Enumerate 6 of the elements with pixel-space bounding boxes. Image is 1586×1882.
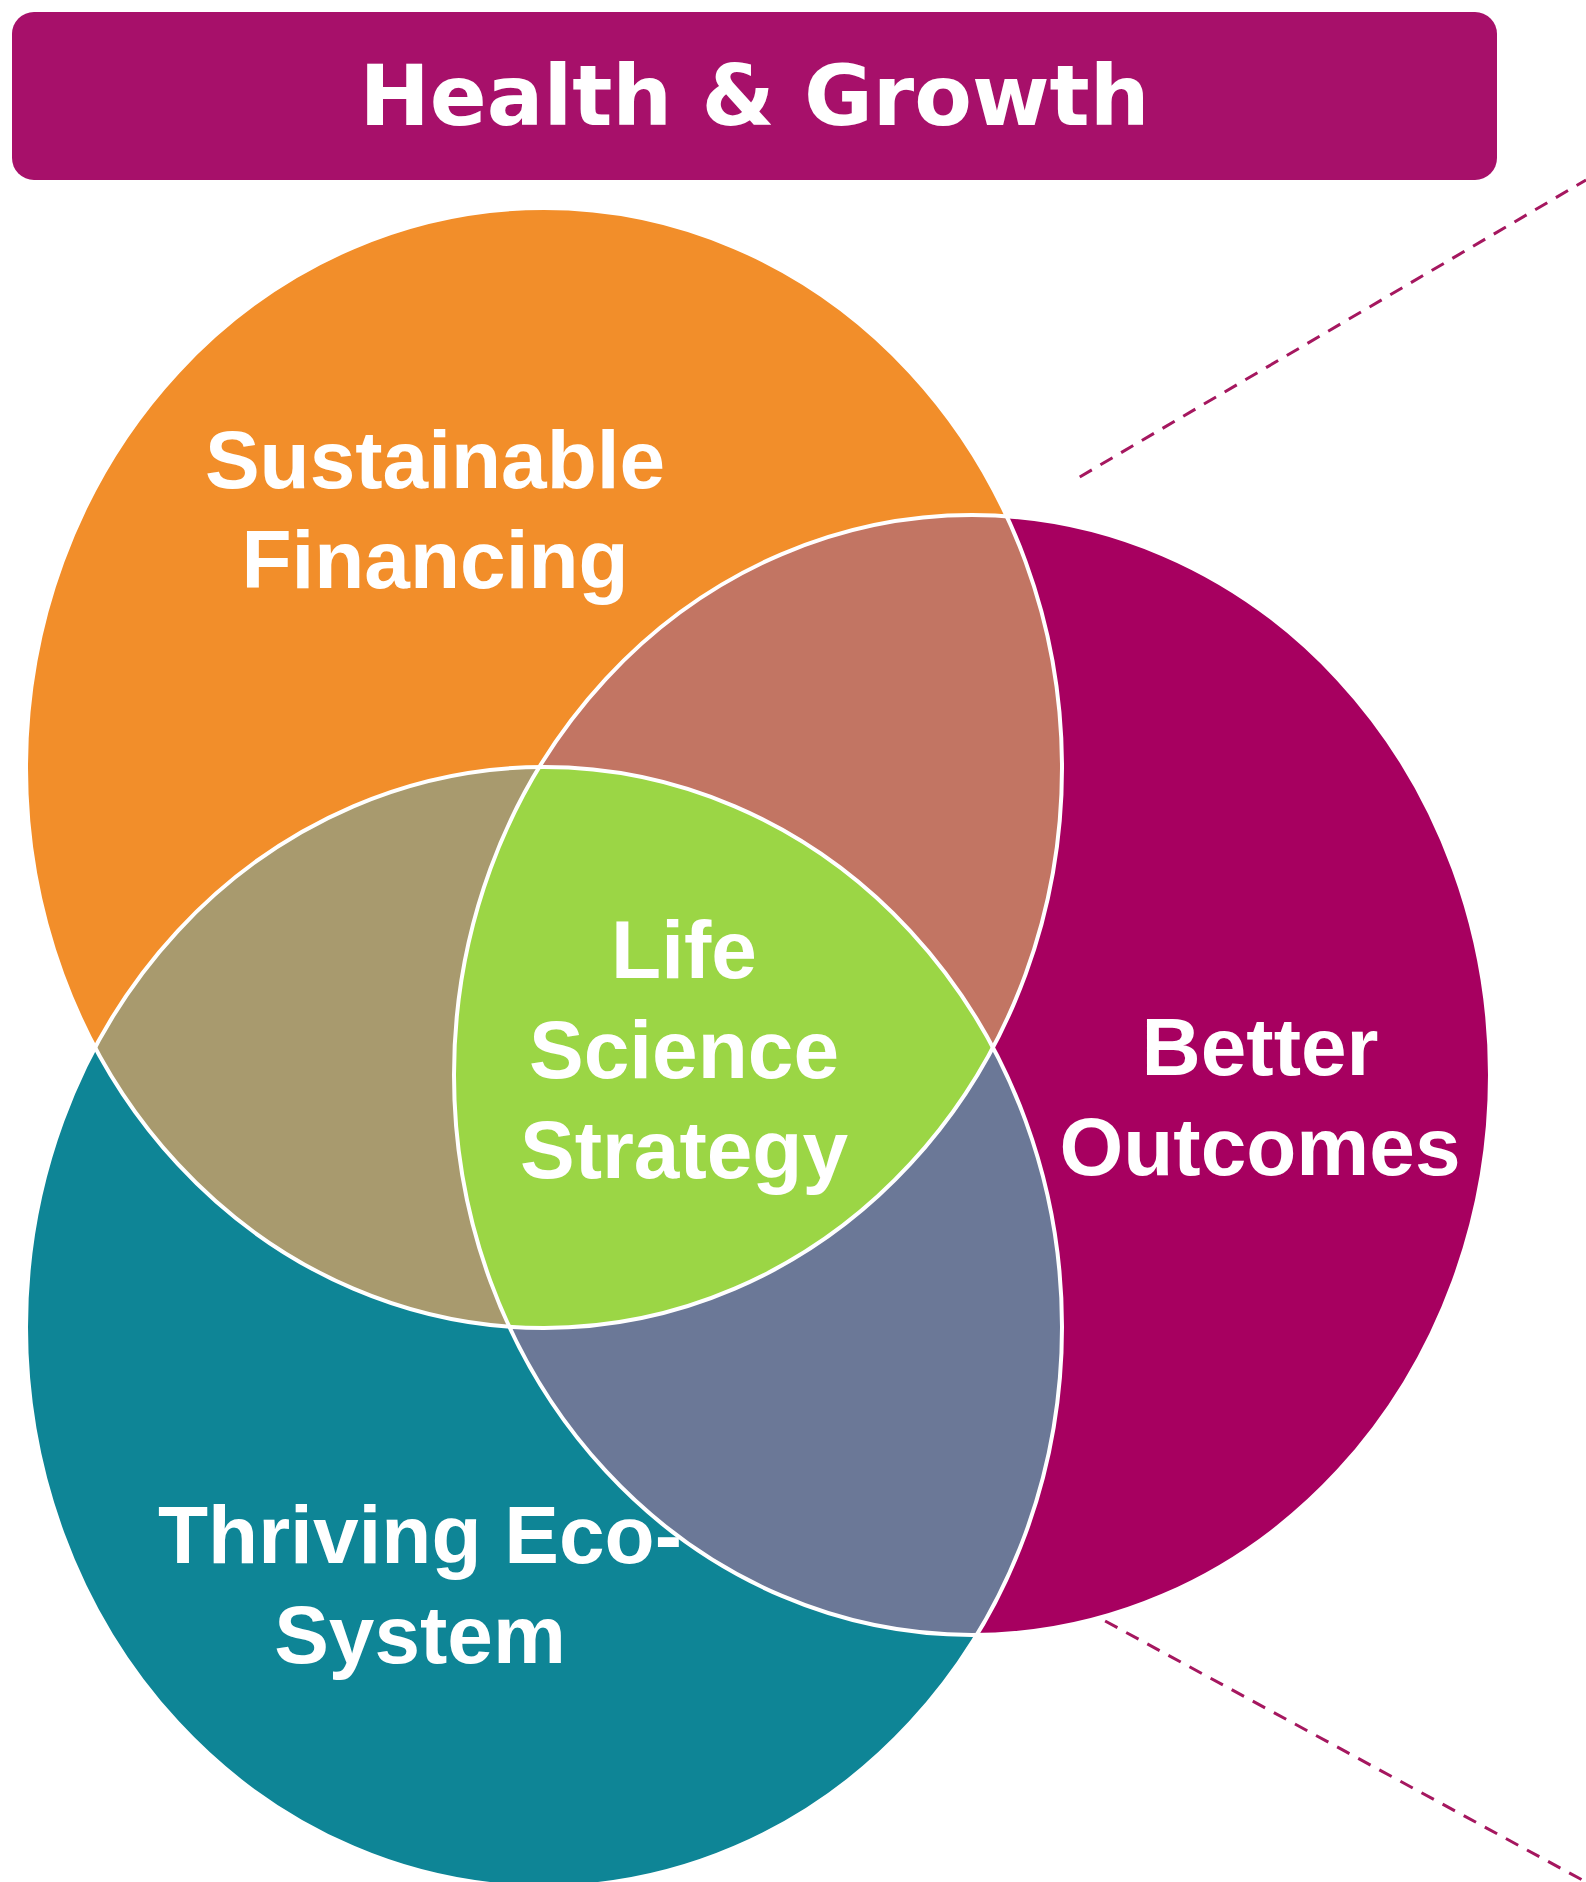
title-banner: Health & Growth — [12, 12, 1497, 180]
circle-label: Thriving Eco-System — [157, 1487, 683, 1682]
circle-label: Better Outcomes — [1058, 999, 1462, 1194]
dashed-line — [1079, 178, 1586, 479]
circle-label: Life Science Strategy — [518, 902, 850, 1197]
circle-label: Sustainable Financing — [203, 412, 667, 607]
